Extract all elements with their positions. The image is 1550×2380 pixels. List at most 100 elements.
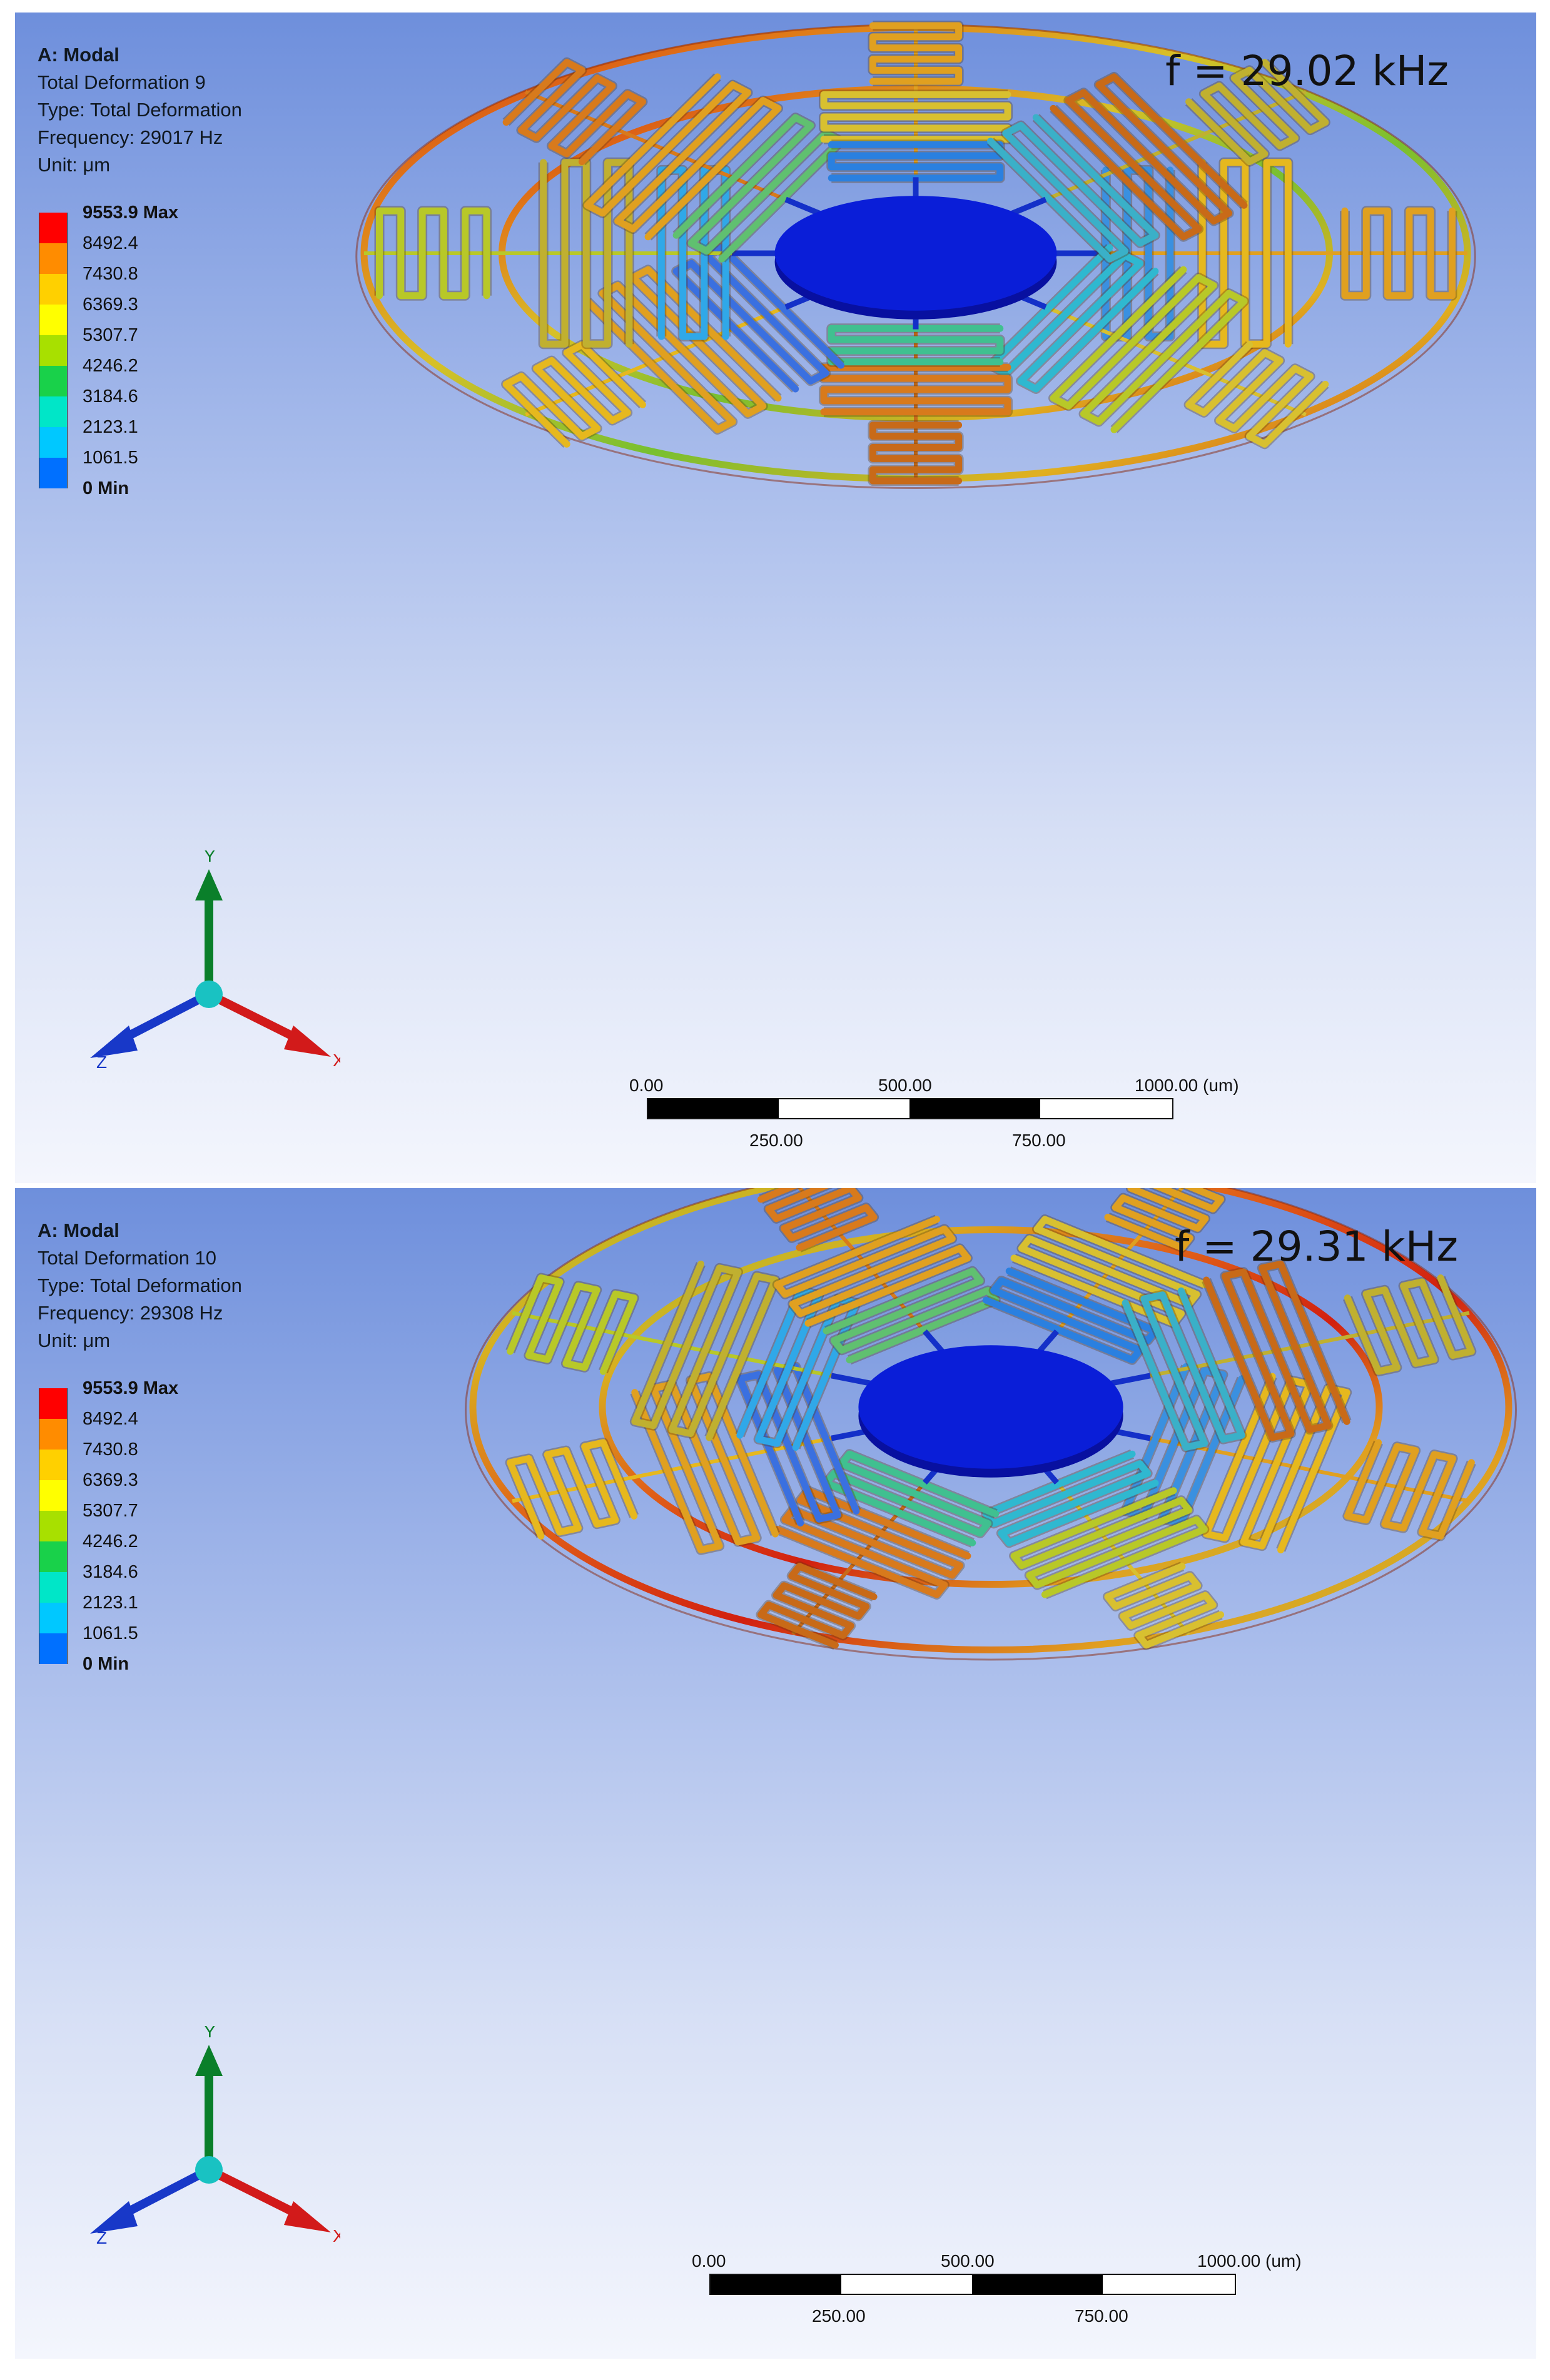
outer-serpentine-spring (1104, 1563, 1225, 1649)
legend-label: 4246.2 (83, 356, 138, 376)
analysis-title: A: Modal (38, 1219, 119, 1241)
legend-label-max: 9553.9 Max (83, 203, 179, 223)
outer-ring (469, 1188, 1512, 1653)
hub-anchor (922, 1329, 946, 1356)
legend-swatch-5 (39, 1541, 68, 1572)
legend-swatch-2 (39, 1450, 68, 1480)
middle-serpentine-spring (584, 266, 782, 433)
scale-label: 0.00 (692, 2251, 726, 2271)
outer-serpentine-spring (869, 421, 963, 485)
coordinate-triad[interactable]: Y X Z (78, 850, 340, 1101)
middle-serpentine-spring (584, 73, 782, 241)
result-frequency: Frequency: 29308 Hz (38, 1302, 223, 1324)
z-axis-label: Z (96, 1052, 107, 1072)
legend-label-min: 0 Min (83, 478, 129, 498)
middle-serpentine-spring (1010, 1487, 1208, 1598)
hub-anchor (1035, 1329, 1060, 1356)
legend-label: 4246.2 (83, 1531, 138, 1551)
coordinate-triad[interactable]: Y X Z (78, 2026, 340, 2276)
legend-label: 3184.6 (83, 386, 138, 406)
scale-label: 750.00 (1075, 2306, 1128, 2326)
legend-swatch-8 (39, 1633, 68, 1664)
legend-label: 6369.3 (83, 295, 138, 315)
legend-swatch-0 (39, 213, 68, 243)
result-type: Type: Total Deformation (38, 99, 242, 121)
result-type: Type: Total Deformation (38, 1274, 242, 1296)
legend-label: 8492.4 (83, 1409, 138, 1429)
triad-origin (195, 2156, 223, 2184)
middle-serpentine-spring (1050, 266, 1248, 433)
middle-serpentine-spring (1203, 1373, 1350, 1554)
legend-label: 1061.5 (83, 1623, 138, 1643)
legend-label: 7430.8 (83, 1440, 138, 1460)
outer-serpentine-spring (507, 1439, 638, 1540)
scale-bar-black-segment (711, 2275, 841, 2294)
outer-serpentine-spring (507, 1274, 638, 1375)
legend-swatch-4 (39, 335, 68, 366)
outer-serpentine-spring (1185, 59, 1329, 166)
legend-swatch-2 (39, 274, 68, 305)
outer-serpentine-spring (757, 1188, 878, 1251)
scale-label: 500.00 (878, 1076, 932, 1095)
middle-serpentine-spring (631, 1260, 779, 1441)
outer-serpentine-spring (757, 1563, 878, 1649)
x-arrow-head (284, 1026, 331, 1057)
inner-serpentine-spring (982, 1450, 1159, 1546)
middle-serpentine-spring (1010, 1216, 1208, 1327)
y-arrow-head (195, 2045, 223, 2076)
legend-label: 7430.8 (83, 264, 138, 284)
middle-serpentine-spring (631, 1373, 779, 1554)
legend-label: 6369.3 (83, 1470, 138, 1490)
legend-label: 2123.1 (83, 1593, 138, 1613)
outer-ring-edge (465, 1188, 1517, 1661)
outer-serpentine-spring (1344, 1439, 1475, 1540)
outer-serpentine-spring (1344, 1274, 1475, 1375)
y-axis-label: Y (204, 850, 216, 865)
legend-label-min: 0 Min (83, 1654, 129, 1674)
legend-swatch-8 (39, 458, 68, 488)
legend-swatch-1 (39, 243, 68, 274)
x-axis-label: X (333, 1051, 340, 1070)
inner-serpentine-spring (1122, 1287, 1245, 1451)
middle-serpentine-spring (774, 1487, 971, 1598)
scale-bar-black-segment (972, 2275, 1103, 2294)
middle-ring (599, 1226, 1383, 1588)
middle-serpentine-spring (1050, 73, 1248, 241)
inner-serpentine-spring (982, 1268, 1159, 1364)
analysis-title: A: Modal (38, 44, 119, 66)
inner-serpentine-spring (823, 1268, 1000, 1364)
x-axis-label: X (333, 2226, 340, 2246)
y-axis-label: Y (204, 2026, 216, 2041)
viewport-mode-10[interactable]: A: Modal Total Deformation 10 Type: Tota… (15, 1188, 1536, 2359)
x-axis-arrow (206, 990, 305, 1046)
z-arrow-head (90, 1026, 138, 1058)
middle-serpentine-spring (774, 1216, 971, 1327)
deformed-model-mode-9 (355, 21, 1476, 489)
result-name: Total Deformation 9 (38, 71, 206, 93)
legend-swatch-5 (39, 366, 68, 396)
result-unit: Unit: μm (38, 154, 111, 176)
z-axis-arrow (116, 2166, 211, 2221)
z-axis-label: Z (96, 2228, 107, 2247)
x-arrow-head (284, 2201, 331, 2232)
legend-swatch-4 (39, 1511, 68, 1541)
result-info: A: Modal Total Deformation 9 Type: Total… (38, 41, 242, 179)
outer-serpentine-spring (376, 207, 490, 300)
legend-label: 5307.7 (83, 1501, 138, 1521)
legend-label: 3184.6 (83, 1562, 138, 1582)
inner-serpentine-spring (672, 244, 844, 393)
legend-label: 5307.7 (83, 325, 138, 345)
legend-label: 8492.4 (83, 233, 138, 253)
result-frequency: Frequency: 29017 Hz (38, 126, 223, 148)
z-arrow-head (90, 2201, 138, 2234)
z-axis-arrow (116, 990, 211, 1046)
x-axis-arrow (206, 2166, 305, 2221)
outer-serpentine-spring (1341, 207, 1456, 300)
scale-label: 500.00 (941, 2251, 995, 2271)
scale-label: 1000.00 (um) (1197, 2251, 1302, 2271)
result-unit: Unit: μm (38, 1329, 111, 1351)
scale-label: 0.00 (629, 1076, 664, 1095)
frequency-annotation: f = 29.31 kHz (1175, 1223, 1458, 1271)
frequency-annotation: f = 29.02 kHz (1165, 47, 1449, 95)
viewport-mode-9[interactable]: A: Modal Total Deformation 9 Type: Total… (15, 13, 1536, 1183)
